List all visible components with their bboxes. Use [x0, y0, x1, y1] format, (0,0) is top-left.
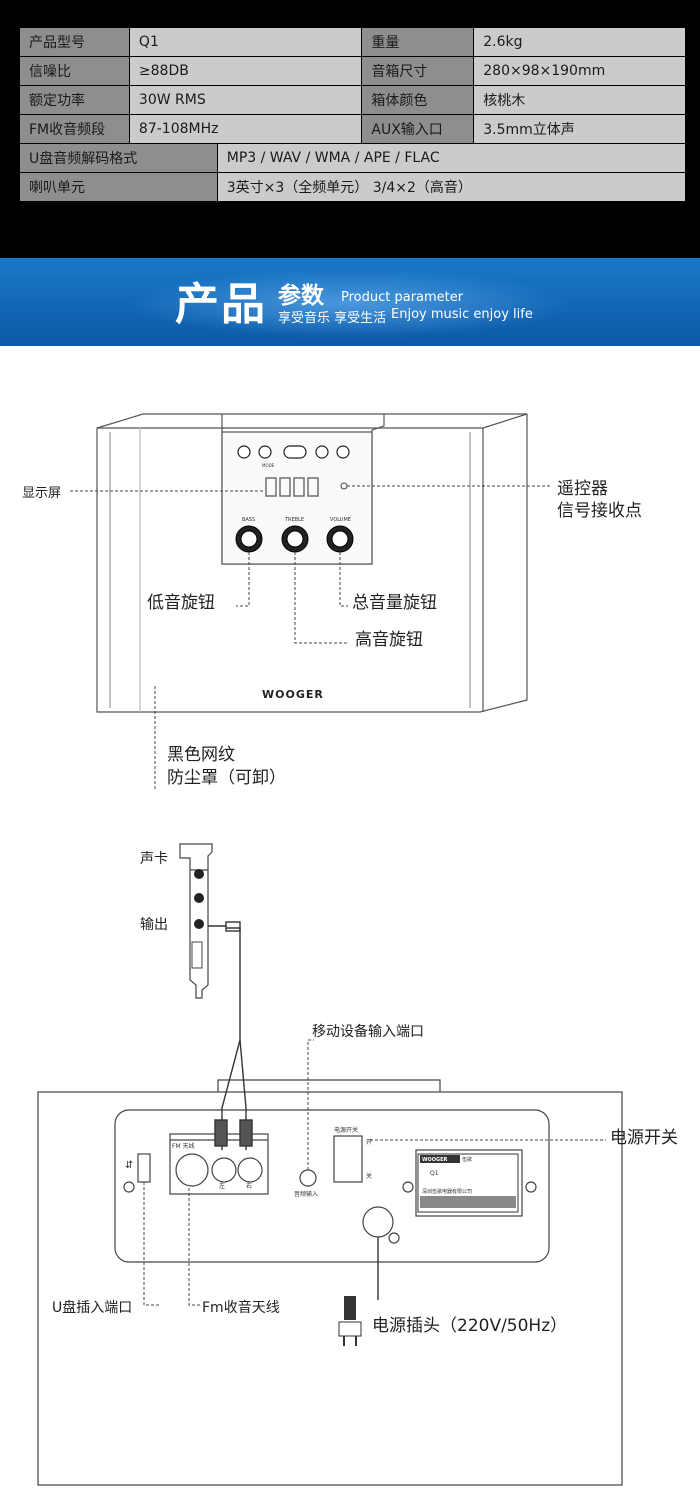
treble-knob-label: TREBLE: [284, 517, 304, 523]
spec-row: 产品型号 Q1 重量 2.6kg: [19, 27, 686, 57]
spec-value: Q1: [128, 27, 363, 57]
volume-knob-callout: 总音量旋钮: [352, 593, 437, 613]
volume-knob-label: VOLUME: [330, 517, 351, 523]
panel-power-switch-label: 电源开关: [334, 1126, 358, 1134]
front-leaders: [70, 485, 550, 790]
spec-section: 产品型号 Q1 重量 2.6kg 信噪比 ≥88DB 音箱尺寸 280×98×1…: [0, 0, 700, 258]
bass-knob-label: BASS: [242, 517, 255, 523]
panel-audio-in-label: 音频输入: [294, 1190, 318, 1198]
panel-fm-label: FM 天线: [172, 1142, 195, 1150]
panel-logo: WOOGER: [422, 1157, 448, 1163]
dust-cover-label-1: 黑色网纹: [167, 745, 235, 765]
spec-value: 2.6kg: [473, 27, 686, 57]
spec-value: 87-108MHz: [128, 114, 363, 144]
display-label: 显示屏: [22, 486, 62, 501]
spec-row: 喇叭单元 3英寸×3（全频单元） 3/4×2（高音）: [19, 172, 687, 202]
spec-value: 30W RMS: [128, 85, 363, 115]
power-plug-label: 电源插头（220V/50Hz）: [372, 1316, 568, 1336]
speaker-front-view: [96, 413, 528, 713]
panel-model: Q1: [430, 1170, 439, 1177]
banner-english-title: Product parameter: [341, 290, 464, 305]
spec-row: U盘音频解码格式 MP3 / WAV / WMA / APE / FLAC: [19, 143, 687, 173]
soundcard-ports: [194, 869, 204, 929]
spec-table: 产品型号 Q1 重量 2.6kg 信噪比 ≥88DB 音箱尺寸 280×98×1…: [19, 27, 687, 202]
remote-receiver-label-1: 遥控器: [557, 479, 608, 499]
spec-label: 喇叭单元: [19, 172, 218, 202]
banner-title: 产品: [175, 279, 267, 330]
spec-label: AUX输入口: [361, 114, 475, 144]
soundcard-slot: [191, 941, 203, 969]
spec-label: 信噪比: [19, 56, 130, 86]
front-knobs: [235, 525, 354, 553]
panel-on-label: 开: [366, 1139, 372, 1146]
panel-company: 深圳伍歌电器有限公司: [422, 1188, 472, 1195]
remote-receiver-label-2: 信号接收点: [557, 501, 642, 521]
display-digits: [265, 477, 319, 497]
rca-cables: [208, 921, 379, 1312]
treble-knob-callout: 高音旋钮: [355, 630, 423, 650]
spec-value: 280×98×190mm: [473, 56, 686, 86]
banner-subtitle: 参数: [278, 283, 324, 309]
panel-off-label: 关: [366, 1172, 372, 1180]
banner-slogan-en: Enjoy music enjoy life: [391, 307, 533, 322]
power-plug-icon: [338, 1296, 362, 1346]
front-logo: WOOGER: [262, 688, 324, 701]
panel-right-label: 右: [246, 1182, 252, 1190]
mode-button-label: MODE: [262, 463, 275, 468]
mobile-input-label: 移动设备输入端口: [312, 1024, 424, 1040]
spec-value: ≥88DB: [128, 56, 363, 86]
spec-label: 额定功率: [19, 85, 130, 115]
spec-label: 音箱尺寸: [361, 56, 475, 86]
usb-port-label: U盘插入端口: [52, 1300, 133, 1316]
spec-label: 产品型号: [19, 27, 130, 57]
power-icon: [237, 445, 251, 459]
banner-slogan-cn: 享受音乐 享受生活: [278, 311, 387, 326]
dust-cover-label-2: 防尘罩（可卸）: [167, 768, 286, 788]
panel-left-label: 左: [219, 1182, 225, 1190]
spec-label: FM收音频段: [19, 114, 130, 144]
fm-antenna-label: Fm收音天线: [202, 1300, 280, 1316]
power-switch-label: 电源开关: [610, 1128, 678, 1148]
spec-label: 箱体颜色: [361, 85, 475, 115]
spec-label: U盘音频解码格式: [19, 143, 218, 173]
spec-value: 核桃木: [473, 85, 686, 115]
soundcard-label: 声卡: [140, 851, 168, 867]
spec-row: 信噪比 ≥88DB 音箱尺寸 280×98×190mm: [19, 56, 686, 86]
front-buttons: [237, 445, 350, 459]
output-label: 输出: [140, 917, 168, 933]
spec-label: 重量: [361, 27, 475, 57]
section-banner: [0, 258, 700, 346]
usb-icon: ⇵: [125, 1160, 133, 1171]
panel-logo-cn: 伍歌: [462, 1156, 472, 1163]
spec-row: FM收音频段 87-108MHz AUX输入口 3.5mm立体声: [19, 114, 686, 144]
back-leaders: [143, 1039, 606, 1306]
spec-row: 额定功率 30W RMS 箱体颜色 核桃木: [19, 85, 686, 115]
bass-knob-callout: 低音旋钮: [147, 593, 215, 613]
spec-value: MP3 / WAV / WMA / APE / FLAC: [216, 143, 687, 173]
spec-value: 3英寸×3（全频单元） 3/4×2（高音）: [216, 172, 687, 202]
